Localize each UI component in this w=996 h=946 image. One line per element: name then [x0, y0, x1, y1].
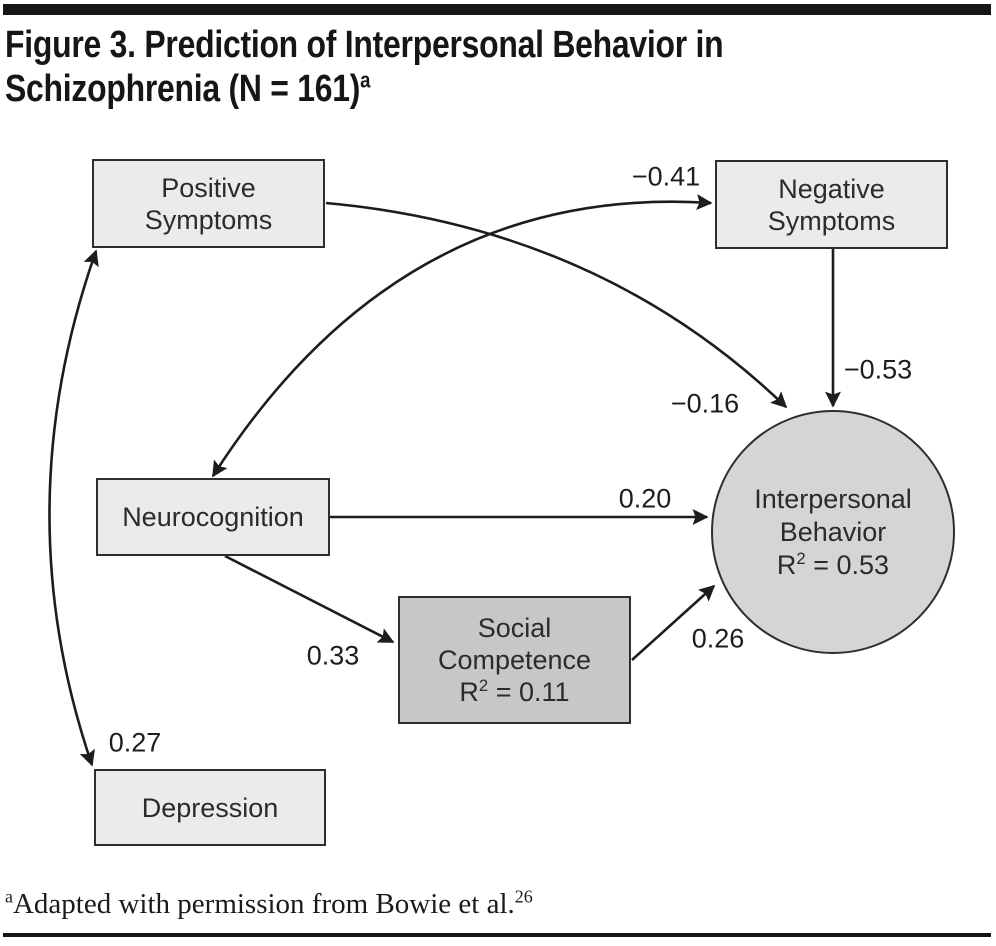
node-label-line: Symptoms: [767, 205, 896, 236]
footnote: aAdapted with permission from Bowie et a…: [5, 886, 533, 921]
figure-title-line-2-text: Schizophrenia (N = 161): [5, 68, 361, 110]
figure-title-line-1: Figure 3. Prediction of Interpersonal Be…: [5, 24, 724, 66]
node-depression: Depression: [94, 769, 326, 846]
node-label-line: Depression: [141, 792, 279, 823]
r-squared-base: R: [776, 549, 797, 580]
node-label-line: Competence: [437, 645, 592, 675]
node-neurocognition: Neurocognition: [96, 478, 330, 556]
node-social-competence: Social Competence R2 = 0.11: [398, 596, 631, 724]
top-rule: [3, 4, 991, 15]
node-label-line: Positive: [161, 172, 256, 203]
coef-negative-symptoms-interpersonal: −0.53: [843, 354, 913, 385]
edge-neurocognition-social-competence: [224, 554, 395, 644]
coef-depression-positive-symptoms: 0.27: [108, 727, 162, 758]
node-r-squared: R2 = 0.53: [777, 549, 889, 582]
coef-positive-symptoms-interpersonal: −0.16: [670, 388, 740, 419]
footnote-citation: 26: [514, 886, 533, 907]
edge-depression-positive-symptoms: [48, 249, 99, 767]
node-label-line: Interpersonal: [754, 483, 912, 514]
node-negative-symptoms: Negative Symptoms: [715, 160, 948, 249]
coef-neurocognition-negative-symptoms: −0.41: [631, 161, 701, 192]
r-squared-value: = 0.11: [488, 677, 570, 707]
figure-title-line-2: Schizophrenia (N = 161)a: [5, 67, 723, 111]
r-squared-exponent: 2: [478, 676, 489, 695]
r-squared-base: R: [459, 677, 479, 707]
node-label-line: Behavior: [779, 516, 887, 547]
r-squared-exponent: 2: [796, 548, 806, 568]
footnote-marker: a: [5, 886, 13, 907]
bottom-rule: [3, 933, 991, 937]
coef-neurocognition-social-competence: 0.33: [306, 640, 360, 671]
figure-title-footnote-marker: a: [360, 67, 371, 93]
node-label-line: Social: [477, 613, 552, 643]
node-label-line: Symptoms: [144, 204, 273, 235]
coef-neurocognition-interpersonal: 0.20: [618, 483, 672, 514]
figure-title: Figure 3. Prediction of Interpersonal Be…: [5, 23, 860, 111]
node-r-squared: R2 = 0.11: [459, 676, 569, 708]
node-label-line: Negative: [778, 173, 885, 204]
r-squared-value: = 0.53: [805, 549, 890, 580]
footnote-text: Adapted with permission from Bowie et al…: [12, 888, 515, 920]
coef-social-competence-interpersonal: 0.26: [691, 623, 745, 654]
node-interpersonal-behavior: Interpersonal Behavior R2 = 0.53: [711, 410, 955, 654]
node-label-line: Neurocognition: [122, 502, 304, 532]
node-positive-symptoms: Positive Symptoms: [92, 159, 325, 248]
